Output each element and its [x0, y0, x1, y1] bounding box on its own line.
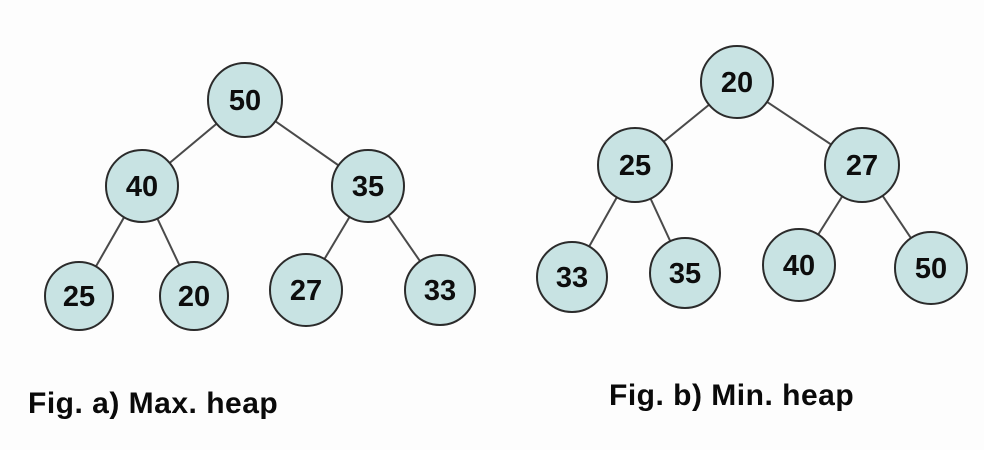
tree-min-heap: 20 25 27 33 35 40 50 [536, 45, 968, 313]
heap-node-min-heap-35: 35 [649, 237, 721, 309]
heap-node-circle [404, 254, 476, 326]
heap-node-label: 35 [669, 258, 701, 290]
heap-node-min-heap-50: 50 [894, 231, 968, 305]
heap-node-label: 50 [915, 253, 947, 285]
heap-node-min-heap-27: 27 [824, 127, 900, 203]
heap-node-min-heap-20: 20 [700, 45, 774, 119]
caption-max-heap: Fig. a) Max. heap [28, 387, 279, 420]
heap-node-circle [44, 261, 114, 331]
heap-node-label: 33 [424, 275, 456, 307]
heap-node-max-heap-35: 35 [331, 149, 405, 223]
heap-node-circle [894, 231, 968, 305]
heap-node-label: 20 [721, 67, 753, 99]
heap-node-max-heap-27: 27 [269, 253, 343, 327]
heap-node-label: 27 [846, 150, 878, 182]
heap-node-label: 27 [290, 275, 322, 307]
heap-node-circle [824, 127, 900, 203]
heap-node-circle [762, 228, 836, 302]
heap-node-max-heap-20: 20 [159, 261, 229, 331]
heap-node-circle [597, 127, 673, 203]
heap-node-label: 25 [619, 150, 651, 182]
heap-node-circle [269, 253, 343, 327]
heap-node-label: 40 [783, 250, 815, 282]
heap-node-label: 35 [352, 171, 384, 203]
heap-node-label: 20 [178, 281, 210, 313]
heap-node-label: 33 [556, 262, 588, 294]
heap-node-circle [159, 261, 229, 331]
heap-node-max-heap-25: 25 [44, 261, 114, 331]
heap-node-circle [207, 62, 283, 138]
heap-node-circle [536, 241, 608, 313]
heap-node-circle [649, 237, 721, 309]
heap-node-circle [105, 149, 179, 223]
heap-node-max-heap-33: 33 [404, 254, 476, 326]
caption-min-heap: Fig. b) Min. heap [609, 379, 855, 412]
tree-max-heap: 50 40 35 25 20 27 33 [44, 62, 476, 331]
heap-node-min-heap-33: 33 [536, 241, 608, 313]
heap-node-max-heap-40: 40 [105, 149, 179, 223]
heap-node-label: 50 [229, 85, 261, 117]
heap-node-label: 40 [126, 171, 158, 203]
heap-node-circle [331, 149, 405, 223]
heap-node-label: 25 [63, 281, 95, 313]
heap-node-min-heap-25: 25 [597, 127, 673, 203]
heap-node-max-heap-50: 50 [207, 62, 283, 138]
heap-node-min-heap-40: 40 [762, 228, 836, 302]
heap-node-circle [700, 45, 774, 119]
